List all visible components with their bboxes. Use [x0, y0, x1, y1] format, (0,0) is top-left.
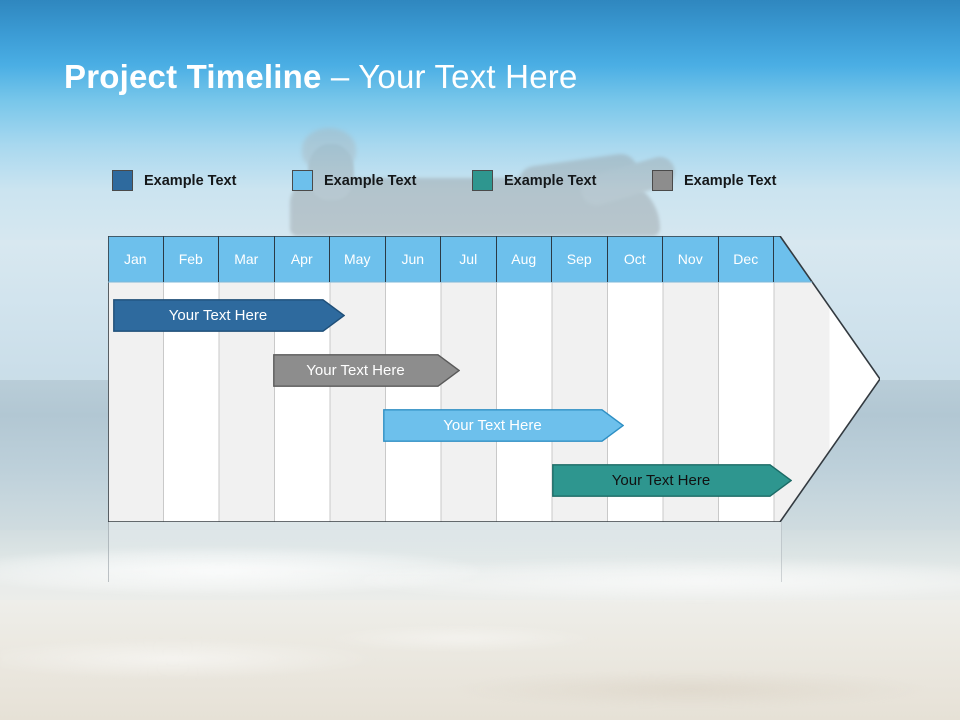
timeline-bar[interactable]: Your Text Here — [552, 464, 792, 497]
legend-item[interactable]: Example Text — [112, 170, 236, 191]
legend: Example Text Example Text Example Text Exam… — [112, 170, 852, 194]
background-sky — [0, 0, 960, 250]
timeline-bar[interactable]: Your Text Here — [113, 299, 345, 332]
legend-swatch — [652, 170, 673, 191]
page-title-strong: Project Timeline — [64, 58, 322, 95]
month-header-apr[interactable]: Apr — [275, 236, 330, 282]
timeline-bar-arrow — [273, 354, 460, 387]
legend-swatch — [112, 170, 133, 191]
timeline-bar-shape — [113, 299, 345, 332]
legend-label: Example Text — [684, 172, 777, 189]
month-header-feb[interactable]: Feb — [164, 236, 219, 282]
timeline-bar-shape — [383, 409, 624, 442]
month-header-jan[interactable]: Jan — [108, 236, 164, 282]
legend-label: Example Text — [324, 172, 417, 189]
month-header-sep[interactable]: Sep — [552, 236, 608, 282]
month-header-dec[interactable]: Dec — [719, 236, 774, 282]
month-header-nov[interactable]: Nov — [663, 236, 719, 282]
legend-swatch — [292, 170, 313, 191]
background-foam — [360, 560, 960, 600]
month-header-aug[interactable]: Aug — [497, 236, 552, 282]
timeline-bar[interactable]: Your Text Here — [273, 354, 460, 387]
month-header-band — [108, 236, 880, 282]
timeline-bar[interactable]: Your Text Here — [383, 409, 624, 442]
legend-label: Example Text — [504, 172, 597, 189]
legend-swatch — [472, 170, 493, 191]
month-header-oct[interactable]: Oct — [608, 236, 663, 282]
month-header-jun[interactable]: Jun — [386, 236, 441, 282]
timeline-bar-arrow — [113, 299, 345, 332]
legend-label: Example Text — [144, 172, 237, 189]
chart-column-stripe — [330, 282, 386, 522]
month-header-may[interactable]: May — [330, 236, 386, 282]
timeline-bar-shape — [273, 354, 460, 387]
legend-item[interactable]: Example Text — [652, 170, 776, 191]
timeline-bar-shape — [552, 464, 792, 497]
legend-item[interactable]: Example Text — [292, 170, 416, 191]
chart-column-stripe — [496, 282, 552, 522]
chart-column-stripe — [441, 282, 497, 522]
background-sand-texture — [0, 618, 960, 720]
timeline-bar-arrow — [552, 464, 792, 497]
month-header-jul[interactable]: Jul — [441, 236, 497, 282]
month-header-mar[interactable]: Mar — [219, 236, 275, 282]
timeline-bar-arrow — [383, 409, 624, 442]
arrow-outline — [108, 236, 880, 522]
legend-item[interactable]: Example Text — [472, 170, 596, 191]
page-title: Project Timeline – Your Text Here — [64, 58, 578, 96]
page-title-light: – Your Text Here — [321, 58, 578, 95]
chart-column-stripe — [385, 282, 441, 522]
